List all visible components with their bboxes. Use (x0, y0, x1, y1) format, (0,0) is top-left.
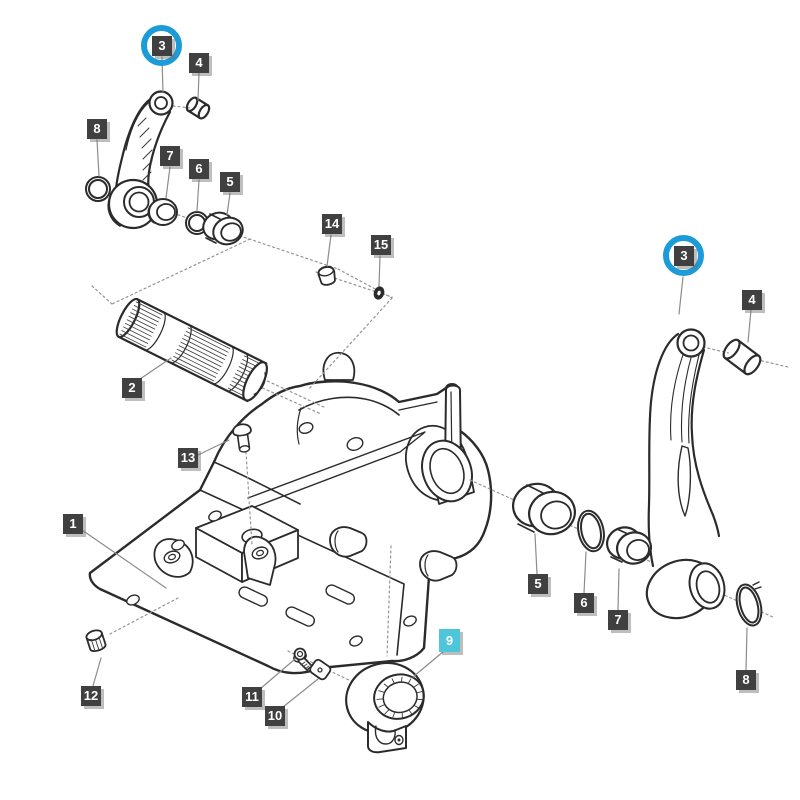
part-label-12[interactable]: 12 (81, 686, 101, 706)
part-14-plug (317, 265, 336, 286)
part-8-snap-ring-right (735, 581, 763, 627)
part-label-10[interactable]: 10 (265, 706, 285, 726)
part-label-4-right[interactable]: 4 (742, 290, 762, 310)
part-label-7-left[interactable]: 7 (160, 146, 180, 166)
part-7-collar-right (605, 526, 653, 565)
part-label-1[interactable]: 1 (63, 514, 83, 534)
part-label-5-left[interactable]: 5 (220, 172, 240, 192)
part-12-plug (85, 629, 107, 652)
part-label-8-left[interactable]: 8 (87, 119, 107, 139)
part-label-7-right[interactable]: 7 (608, 610, 628, 630)
part-4-pin-right (722, 338, 762, 376)
part-label-13[interactable]: 13 (178, 448, 198, 468)
part-9-splined-clamp (345, 661, 425, 754)
part-6-oring-right (577, 509, 605, 553)
part-11-bolt (293, 647, 313, 671)
part-label-3-right[interactable]: 3 (674, 246, 694, 266)
leader-lines (81, 56, 752, 708)
part-label-5-right[interactable]: 5 (528, 574, 548, 594)
part-label-3-left[interactable]: 3 (152, 36, 172, 56)
part-7-collar-left (147, 198, 178, 226)
part-label-4-left[interactable]: 4 (189, 53, 209, 73)
part-13-breather-plug (232, 423, 252, 453)
part-label-8-right[interactable]: 8 (736, 670, 756, 690)
part-label-9-highlighted[interactable]: 9 (439, 629, 460, 652)
part-label-2[interactable]: 2 (122, 378, 142, 398)
part-8-oring-left (85, 176, 111, 202)
part-label-6-left[interactable]: 6 (189, 159, 209, 179)
part-1-housing (88, 352, 493, 675)
part-label-6-right[interactable]: 6 (574, 593, 594, 613)
part-2-rockshaft (115, 297, 268, 403)
part-10-plate (309, 658, 332, 681)
part-3-lift-arm-right (645, 328, 726, 620)
part-15-grommet (373, 286, 385, 300)
part-label-15[interactable]: 15 (371, 235, 391, 255)
part-label-11[interactable]: 11 (242, 687, 262, 707)
part-label-14[interactable]: 14 (322, 214, 342, 234)
part-5-bushing-left (202, 211, 244, 246)
part-5-bushing-right (512, 482, 576, 536)
